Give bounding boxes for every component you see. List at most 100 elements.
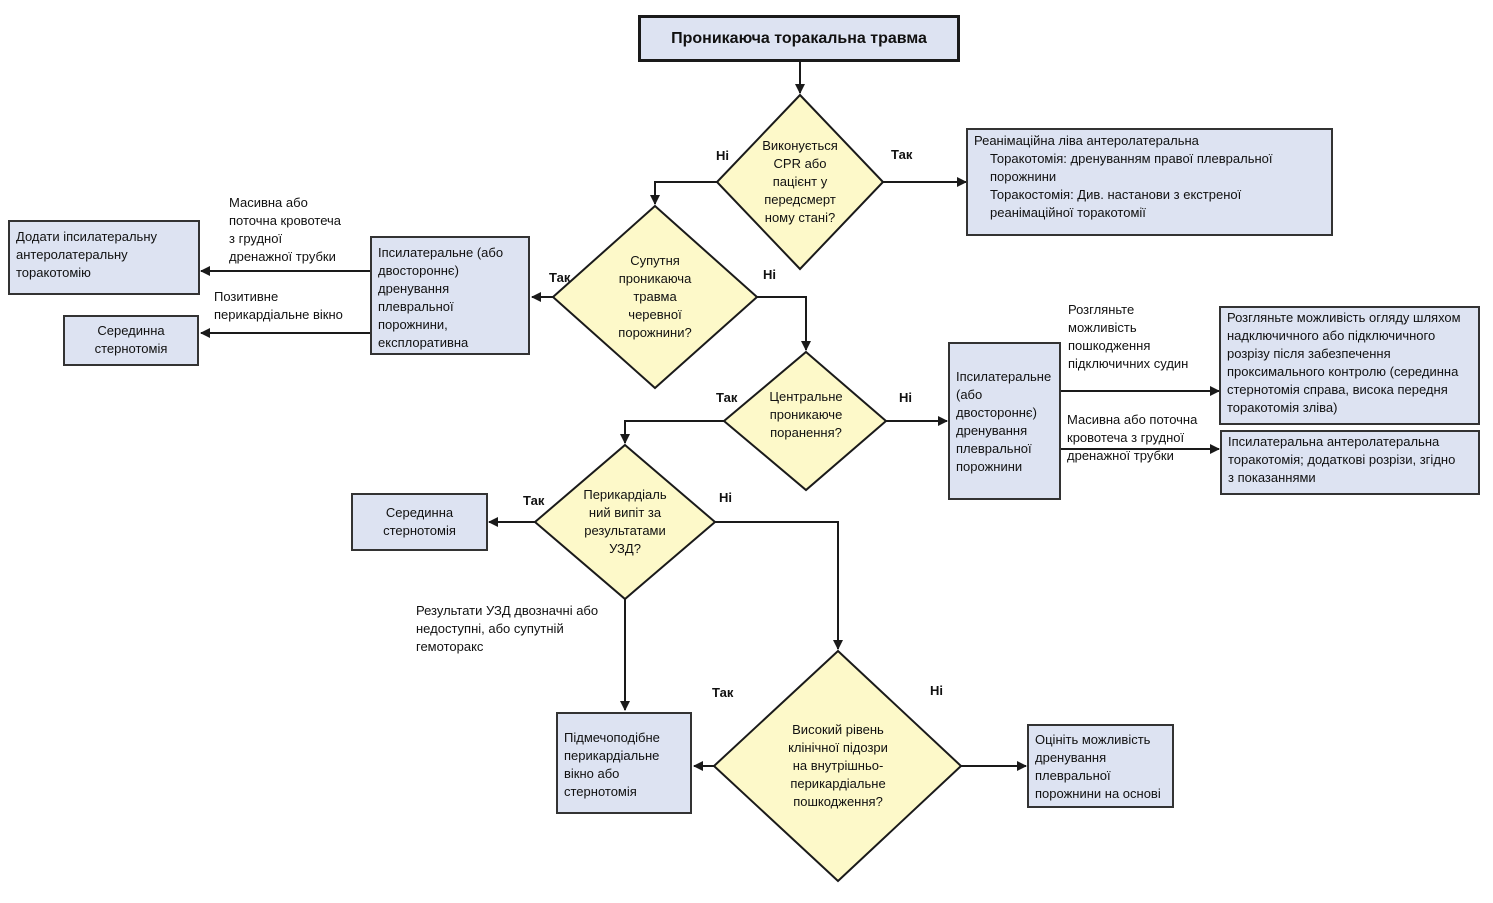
label-central-no: Ні [899, 390, 912, 405]
note-line: дренажної трубки [229, 249, 336, 264]
note-line: дренажної трубки [1067, 448, 1174, 463]
decision-central-line: поранення? [770, 425, 842, 440]
arrow-central-yes [620, 420, 724, 444]
box-line: реанімаційної торакотомії [990, 205, 1146, 220]
decision-pericardial-line: Перикардіаль [583, 487, 667, 502]
decision-central: Центральне проникаюче поранення? [751, 388, 861, 442]
box-line: перикардіальне [564, 748, 660, 763]
decision-abdominal-line: травма [633, 289, 677, 304]
flowchart-title-text: Проникаюча торакальна травма [671, 29, 927, 47]
box-line: дренування [956, 423, 1028, 438]
box-line: Реанімаційна ліва антеролатеральна [974, 133, 1199, 148]
decision-abdominal-line: Супутня [630, 253, 680, 268]
decision-suspicion-diamond [712, 649, 963, 883]
arrow-peri-no [715, 521, 843, 650]
note-line: Результати УЗД двозначні або [416, 603, 599, 618]
box-line: Іпсилатеральне (або [378, 245, 504, 260]
decision-cpr-line: пацієнт у [772, 174, 828, 189]
label-susp-yes: Так [712, 685, 734, 700]
decision-suspicion-line: Високий рівень [792, 722, 884, 737]
note-positive-window: Позитивне перикардіальне вікно [214, 288, 343, 324]
decision-cpr-line: ному стані? [764, 210, 836, 225]
box-line: розрізу після забезпечення [1227, 346, 1391, 361]
box-line: вікно або [564, 766, 620, 781]
decision-abdominal-line: порожнини? [618, 325, 692, 340]
box-line: Оцініть можливість [1035, 732, 1151, 747]
box-line: Серединна [97, 323, 165, 338]
note-line: Масивна або поточна [1067, 412, 1198, 427]
box-line: плевральної [1035, 768, 1111, 783]
note-line: перикардіальне вікно [214, 307, 343, 322]
note-line: Позитивне [214, 289, 279, 304]
box-line: Торакостомія: Див. настанови з екстреної [990, 187, 1242, 202]
box-add-ipsilateral-thoracotomy: Додати іпсилатеральну антеролатеральну т… [8, 220, 200, 295]
flowchart-title: Проникаюча торакальна травма [638, 15, 960, 62]
box-line: стернотомія [383, 523, 456, 538]
decision-pericardial-line: результатами [584, 523, 666, 538]
note-line: кровотеча з грудної [1067, 430, 1185, 445]
box-line: проксимального контролю (серединна [1227, 364, 1459, 379]
note-consider-subclavian: Розгляньте можливість пошкодження підклю… [1068, 301, 1188, 373]
box-line: порожнини [956, 459, 1023, 474]
box-resuscitative-thoracotomy: Реанімаційна ліва антеролатеральна Торак… [966, 128, 1333, 236]
box-line: антеролатеральну [16, 247, 128, 262]
box-line: плевральної [378, 299, 454, 314]
label-peri-no: Ні [719, 490, 732, 505]
box-line: з показаннями [1228, 470, 1316, 485]
box-line: стернотомія [564, 784, 637, 799]
note-line: поточна кровотеча [229, 213, 341, 228]
box-assess-drainage: Оцініть можливість дренування плеврально… [1027, 724, 1174, 808]
box-ipsilateral-anterolateral: Іпсилатеральна антеролатеральна торакото… [1220, 430, 1480, 495]
decision-central-diamond [722, 350, 888, 492]
box-subxiphoid-window: Підмечоподібне перикардіальне вікно або … [556, 712, 692, 814]
box-line: Додати іпсилатеральну [16, 229, 158, 244]
label-abd-no: Ні [763, 267, 776, 282]
decision-pericardial-line: УЗД? [609, 541, 641, 556]
decision-suspicion-line: пошкодження? [793, 794, 883, 809]
note-line: гемоторакс [416, 639, 484, 654]
decision-cpr-diamond [715, 93, 885, 271]
decision-abdominal-diamond [551, 204, 759, 390]
label-central-yes: Так [716, 390, 738, 405]
label-cpr-yes: Так [891, 147, 913, 162]
box-line: порожнини [990, 169, 1057, 184]
note-line: з грудної [229, 231, 283, 246]
box-line: надключичного або підключичного [1227, 328, 1436, 343]
note-equivocal-ultrasound: Результати УЗД двозначні або недоступні,… [416, 602, 598, 656]
decision-pericardial: Перикардіаль ний випіт за результатами У… [570, 486, 680, 558]
box-line: Іпсилатеральна антеролатеральна [1228, 434, 1440, 449]
box-line: Підмечоподібне [564, 730, 660, 745]
note-line: можливість [1068, 320, 1137, 335]
decision-cpr-line: Виконується [762, 138, 838, 153]
box-consider-supraclavicular: Розгляньте можливість огляду шляхом надк… [1219, 306, 1480, 425]
box-line: торакотомія зліва) [1227, 400, 1338, 415]
box-line: дренування [378, 281, 450, 296]
note-line: пошкодження [1068, 338, 1151, 353]
decision-suspicion-line: клінічної підозри [788, 740, 888, 755]
box-line: плевральної [956, 441, 1032, 456]
decision-suspicion-line: на внутрішньо- [792, 758, 884, 773]
note-massive-bleed-left: Масивна або поточна кровотеча з грудної … [229, 194, 341, 266]
box-line: торакотомія; додаткові розрізи, згідно [1228, 452, 1456, 467]
box-line: Торакотомія: дренуванням правої плевраль… [990, 151, 1273, 166]
decision-cpr: Виконується CPR або пацієнт у передсмерт… [745, 137, 855, 227]
box-median-sternotomy-mid: Серединна стернотомія [351, 493, 488, 551]
box-line: двостороннє) [956, 405, 1037, 420]
decision-abdominal-line: черевної [628, 307, 682, 322]
label-abd-yes: Так [549, 270, 571, 285]
box-line: стернотомія [94, 341, 168, 356]
decision-abdominal-line: проникаюча [618, 271, 692, 286]
box-line: (або [956, 387, 983, 402]
note-line: Розгляньте [1068, 302, 1135, 317]
box-ipsilateral-drainage-central: Іпсилатеральне (або двостороннє) дренува… [948, 342, 1061, 500]
note-line: підключичних судин [1068, 356, 1189, 371]
box-line: Іпсилатеральне [956, 369, 1052, 384]
box-line: експлоративна [378, 335, 469, 350]
box-line: торакотомію [16, 265, 91, 280]
box-line: стернотомія справа, висока передня [1227, 382, 1448, 397]
decision-abdominal: Супутня проникаюча травма черевної порож… [600, 252, 710, 342]
note-line: Масивна або [229, 195, 308, 210]
box-median-sternotomy-top: Серединна стернотомія [63, 315, 199, 366]
decision-cpr-line: передсмерт [764, 192, 836, 207]
